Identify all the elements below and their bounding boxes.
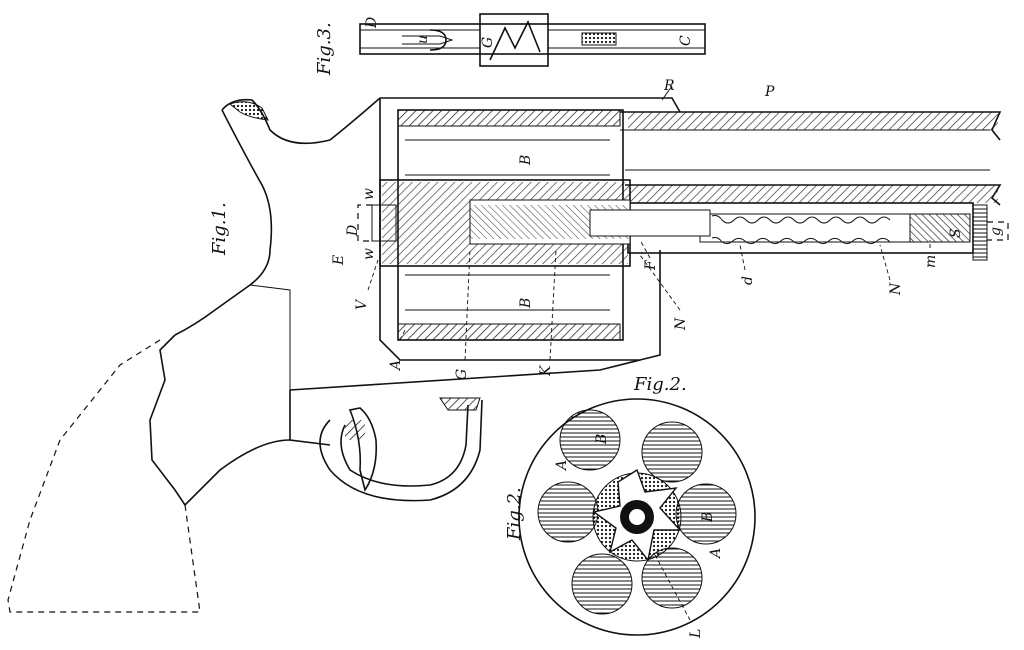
fig2-title-side: Fig.2.: [504, 487, 525, 541]
fig2-label-l: L: [688, 629, 704, 639]
label-w-bot: w: [361, 248, 377, 260]
fig3-label-u: u: [415, 35, 431, 44]
fig2-label-a1: A: [554, 460, 570, 472]
label-f: F: [643, 259, 659, 271]
label-n: N: [673, 317, 689, 331]
label-p: P: [764, 84, 775, 100]
fig3-label-c: C: [678, 35, 694, 46]
fig2-label-a2: A: [708, 548, 724, 560]
label-b-top: B: [518, 155, 534, 166]
fig3-assembly: [359, 13, 706, 67]
label-g: G: [454, 369, 470, 380]
label-k: K: [538, 364, 554, 377]
fig2-label-b2: B: [700, 512, 716, 523]
fig2-label-b1: B: [594, 434, 610, 445]
label-n-small: N: [888, 282, 904, 296]
label-r: R: [663, 78, 675, 94]
leader-lines: [367, 85, 931, 361]
label-d-small: d: [740, 276, 756, 285]
fig2-cylinder: [518, 398, 756, 636]
label-a: A: [388, 360, 404, 372]
label-w-top: w: [361, 188, 377, 200]
label-d: D: [345, 225, 361, 237]
fig2-title-top: Fig.2.: [633, 374, 687, 395]
fig3-label-d: D: [364, 17, 380, 29]
label-v: V: [354, 298, 370, 310]
label-e: E: [331, 255, 347, 266]
label-b-bot: B: [518, 298, 534, 309]
fig1-title: Fig.1.: [209, 202, 230, 256]
label-m: m: [923, 255, 939, 268]
fig3-label-g: G: [480, 37, 496, 48]
label-g-small: g: [988, 227, 1004, 236]
fig1-revolver: [7, 97, 1009, 613]
labels: Fig.1. Fig.3. Fig.2. Fig.2. P R E D w w …: [209, 17, 1004, 639]
label-s: S: [948, 228, 964, 238]
fig3-title: Fig.3.: [314, 22, 335, 76]
